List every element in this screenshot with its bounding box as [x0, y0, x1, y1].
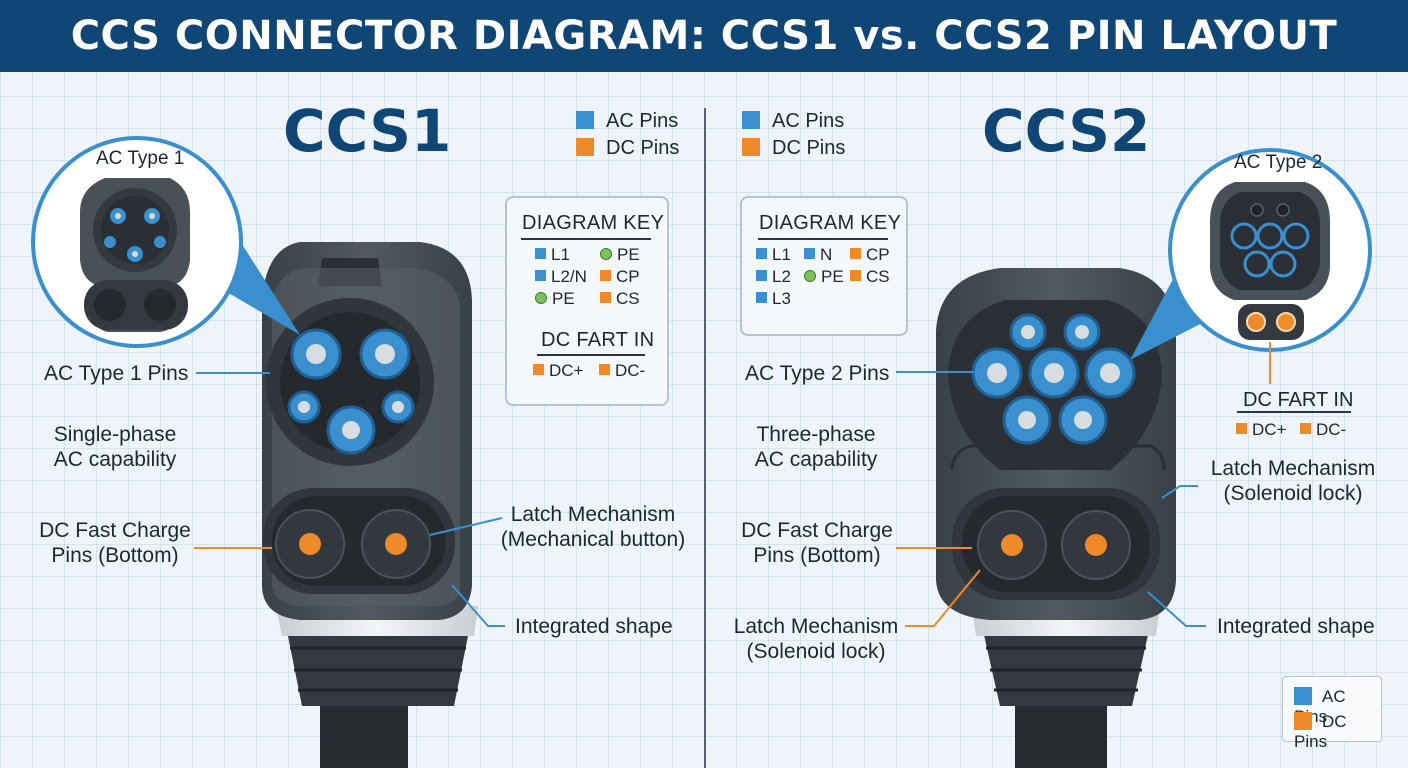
ccs2-ac-pins-label: AC Type 2 Pins — [745, 362, 890, 385]
ccs2-inset-label: AC Type 2 — [1234, 152, 1323, 173]
connector-diagram — [31, 108, 1372, 768]
dc-swatch — [742, 138, 760, 156]
ccs1-ac-pins — [287, 328, 415, 455]
ccs1-leaders — [194, 372, 505, 627]
ccs2-inset-dc-title: DC FART IN — [1243, 389, 1354, 411]
ccs1-diagram-key: DIAGRAM KEY L1 PE L2/N CP PE CS DC FART … — [505, 196, 669, 406]
ccs2-connector — [936, 268, 1176, 768]
ccs2-heading: CCS2 — [982, 97, 1151, 165]
ccs2-diagram-key: DIAGRAM KEY L1 N CP L2 PE CS L3 — [740, 196, 908, 336]
ccs1-shape-label: Integrated shape — [515, 615, 673, 638]
ccs2-ac-pins — [971, 313, 1136, 445]
ccs2-dc-pins — [977, 510, 1131, 580]
ccs2-latch-top-label: Latch Mechanism(Solenoid lock) — [1210, 457, 1376, 505]
ccs1-connector — [262, 242, 478, 768]
ccs2-inset-dc-underline — [1237, 411, 1351, 413]
page-title: CCS CONNECTOR DIAGRAM: CCS1 vs. CCS2 PIN… — [0, 0, 1408, 72]
ccs2-latch-bottom-label: Latch Mechanism(Solenoid lock) — [733, 615, 899, 663]
ac-swatch — [742, 111, 760, 129]
ccs1-ac-pins-label: AC Type 1 Pins — [44, 362, 189, 385]
ccs1-legend: AC Pins DC Pins — [576, 108, 679, 162]
ccs2-inset-dc-plus: DC+ — [1236, 420, 1286, 440]
dc-swatch — [576, 138, 594, 156]
ccs1-heading: CCS1 — [283, 97, 452, 165]
ccs2-legend: AC Pins DC Pins — [742, 108, 845, 162]
ccs2-leaders — [896, 371, 1206, 627]
ccs1-inset — [31, 136, 300, 348]
ccs2-corner-legend: AC Pins DC Pins — [1282, 676, 1382, 751]
ccs2-inset — [1130, 148, 1372, 384]
ccs2-shape-label: Integrated shape — [1217, 615, 1375, 638]
ac-swatch — [576, 111, 594, 129]
ccs1-inset-label: AC Type 1 — [96, 148, 185, 169]
ccs1-dc-pins — [275, 509, 431, 579]
ccs2-boot — [982, 626, 1150, 706]
ccs2-inset-dc-minus: DC- — [1300, 420, 1346, 440]
ccs1-boot — [286, 626, 470, 706]
ccs1-latch-label: Latch Mechanism(Mechanical button) — [500, 503, 686, 551]
